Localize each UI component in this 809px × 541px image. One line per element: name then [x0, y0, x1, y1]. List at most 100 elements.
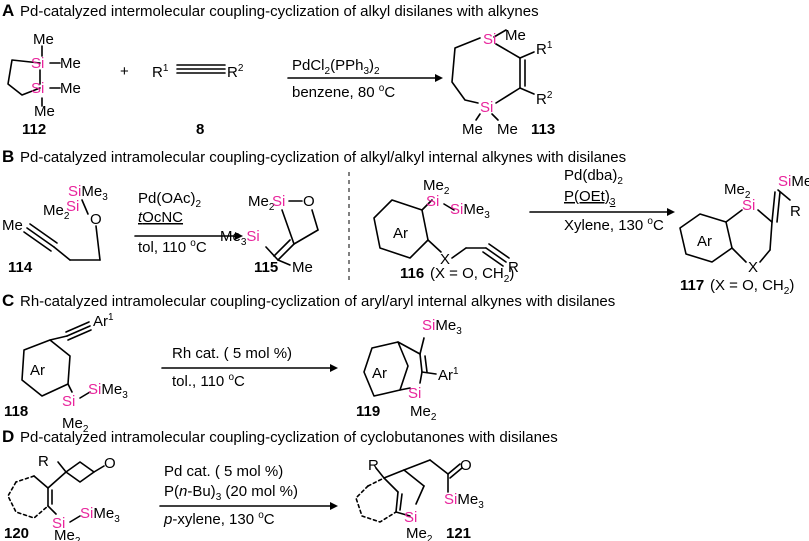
compound-113-label: 113	[531, 121, 555, 138]
r-label: R	[508, 259, 519, 276]
section-d-letter: D	[2, 427, 14, 446]
compound-117-label: 117	[680, 277, 704, 294]
substituent-label: R1	[152, 63, 169, 81]
compound-116-structure: Ar Si Me2 SiMe3 X R	[373, 177, 519, 276]
methyl-label: Me	[505, 27, 526, 44]
methyl-label: Me	[292, 259, 313, 276]
arrowhead	[235, 232, 243, 240]
r-label: R	[38, 453, 49, 470]
condition-catalyst: Pd(OAc)2	[138, 190, 202, 210]
condition-ligand: P(OEt)3	[564, 188, 616, 208]
section-b-title: Pd-catalyzed intramolecular coupling-cyc…	[20, 149, 626, 166]
trimethylsilyl-label: SiMe3	[422, 317, 462, 337]
section-c-title: Rh-catalyzed intramolecular coupling-cyc…	[20, 293, 615, 310]
dimethyl-label: Me2	[62, 415, 89, 435]
silicon-label: Si	[426, 193, 439, 210]
methyl-label: Me	[60, 55, 81, 72]
substituent-label: R2	[227, 63, 244, 81]
condition-catalyst: Pd cat. ( 5 mol %)	[164, 463, 283, 480]
condition-catalyst: PdCl2(PPh3)2	[292, 57, 380, 77]
arrowhead	[667, 208, 675, 216]
compound-8-structure: R1 R2	[152, 63, 244, 81]
compound-112-label: 112	[22, 121, 46, 138]
section-d-title: Pd-catalyzed intramolecular coupling-cyc…	[20, 429, 558, 446]
plus-sign: +	[120, 63, 129, 80]
aryl-label: Ar	[30, 362, 45, 379]
section-b-letter: B	[2, 147, 14, 166]
oxygen-label: O	[90, 211, 102, 228]
trimethylsilyl-label: SiMe3	[68, 183, 108, 203]
condition-solvent: tol., 110 oC	[172, 372, 245, 390]
compound-117-structure: Ar Si Me2 X SiMe3 R	[679, 173, 809, 276]
arrowhead	[330, 502, 338, 510]
dimethyl-label: Me2	[406, 525, 433, 541]
dimethyl-label: Me2	[54, 527, 81, 541]
dimethyl-label: Me2	[724, 181, 751, 201]
trimethylsilyl-label: SiMe3	[444, 491, 484, 511]
compound-118-label: 118	[4, 403, 28, 420]
section-a-title: Pd-catalyzed intermolecular coupling-cyc…	[20, 3, 539, 20]
oxygen-label: O	[303, 193, 315, 210]
aryl-substituent-label: Ar1	[438, 366, 459, 384]
compound-118-structure: Ar Ar1 Si Me2 SiMe3	[21, 312, 128, 435]
methyl-label: Me	[60, 80, 81, 97]
methyl-label: Me	[34, 103, 55, 120]
compound-121-label: 121	[446, 525, 471, 541]
compound-116-note: (X = O, CH2)	[430, 265, 514, 285]
compound-115-label: 115	[254, 259, 278, 276]
silicon-label: Si	[52, 515, 65, 532]
silicon-label: Si	[62, 393, 75, 410]
compound-115-structure: Me2 Si O Me3Si Me	[220, 193, 319, 276]
compound-117-note: (X = O, CH2)	[710, 277, 794, 297]
compound-114-structure: Me O Me2 Si SiMe3	[2, 183, 108, 261]
condition-solvent: benzene, 80 oC	[292, 83, 395, 101]
condition-catalyst: Pd(dba)2	[564, 167, 623, 187]
condition-ligand: tOcNC	[138, 209, 183, 226]
silicon-label: Si	[272, 193, 285, 210]
silicon-label: Si	[480, 99, 493, 116]
aryl-label: Ar	[372, 365, 387, 382]
silicon-label: Si	[66, 198, 79, 215]
trimethylsilyl-label: SiMe3	[80, 505, 120, 525]
trimethylsilyl-label: SiMe3	[778, 173, 809, 193]
condition-ligand: P(n-Bu)3 (20 mol %)	[164, 483, 298, 503]
condition-solvent: tol, 110 oC	[138, 238, 207, 256]
methyl-label: Me	[497, 121, 518, 138]
aryl-label: Ar	[697, 233, 712, 250]
silicon-label: Si	[483, 31, 496, 48]
arrowhead	[330, 364, 338, 372]
compound-121-structure: R O SiMe3 Si Me2	[355, 457, 484, 541]
methyl-label: Me	[33, 31, 54, 48]
x-label: X	[748, 259, 758, 276]
r-label: R	[790, 203, 801, 220]
compound-120-structure: O R Si Me2 SiMe3	[7, 453, 120, 541]
condition-solvent: p-xylene, 130 oC	[163, 510, 275, 528]
compound-116-label: 116	[400, 265, 424, 282]
silicon-label: Si	[742, 197, 755, 214]
dimethyl-label: Me2	[410, 403, 437, 423]
aryl-substituent-label: Ar1	[93, 312, 114, 330]
trimethylsilyl-label: SiMe3	[88, 381, 128, 401]
oxygen-label: O	[460, 457, 472, 474]
substituent-label: R1	[536, 40, 553, 58]
section-c-letter: C	[2, 291, 14, 310]
silicon-label: Si	[408, 385, 421, 402]
compound-119-structure: Ar SiMe3 Ar1 Si Me2	[363, 317, 462, 423]
trimethylsilyl-label: SiMe3	[450, 201, 490, 221]
x-label: X	[440, 251, 450, 268]
dimethyl-label: Me2	[43, 202, 70, 222]
aryl-label: Ar	[393, 225, 408, 242]
compound-120-label: 120	[4, 525, 29, 541]
condition-solvent: Xylene, 130 oC	[564, 216, 664, 234]
silicon-label: Si	[31, 55, 44, 72]
compound-113-structure: Si Me R1 R2 Si Me Me	[451, 27, 553, 138]
substituent-label: R2	[536, 90, 553, 108]
silicon-label: Si	[404, 509, 417, 526]
condition-catalyst: Rh cat. ( 5 mol %)	[172, 345, 292, 362]
dimethyl-label: Me2	[423, 177, 450, 197]
compound-8-label: 8	[196, 121, 204, 138]
compound-114-label: 114	[8, 259, 33, 276]
dimethyl-label: Me2	[248, 193, 275, 213]
section-a-letter: A	[2, 1, 14, 20]
